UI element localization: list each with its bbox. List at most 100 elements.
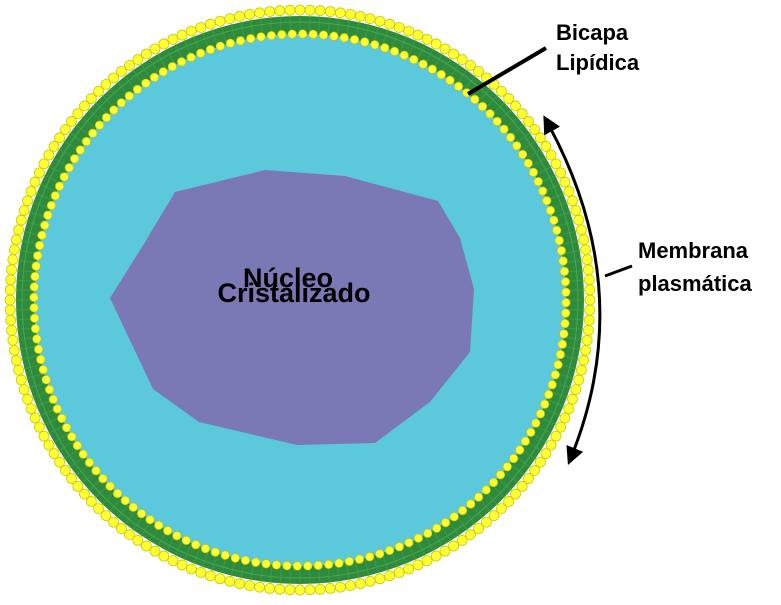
inner-lipid-head [41, 375, 51, 385]
nucleus-label-line2: Cristalizado [217, 278, 370, 308]
inner-lipid-head [75, 145, 85, 155]
outer-lipid-head [9, 344, 20, 356]
outer-lipid-head [523, 473, 534, 484]
inner-lipid-head [549, 215, 559, 225]
inner-lipid-head [512, 141, 522, 151]
inner-lipid-head [72, 441, 82, 451]
outer-lipid-head [22, 393, 33, 405]
outer-lipid-head [559, 412, 571, 424]
inner-lipid-head [550, 370, 560, 380]
outer-lipid-head [176, 559, 188, 571]
outer-lipid-head [584, 284, 596, 296]
inner-lipid-head [277, 30, 287, 40]
inner-lipid-head [251, 557, 261, 567]
outer-lipid-head [33, 421, 45, 433]
outer-lipid-head [274, 583, 286, 595]
outer-lipid-head [393, 567, 405, 578]
inner-lipid-head [502, 462, 512, 472]
outer-lipid-head [25, 403, 37, 415]
outer-lipid-head [79, 488, 90, 500]
inner-lipid-head [230, 553, 240, 563]
inner-lipid-head [559, 329, 569, 339]
outer-lipid-head [324, 583, 336, 594]
inner-lipid-head [561, 298, 571, 308]
outer-lipid-head [488, 510, 500, 521]
outer-lipid-head [79, 100, 90, 112]
outer-lipid-head [116, 66, 127, 77]
inner-lipid-head [538, 186, 548, 196]
outer-lipid-head [456, 54, 468, 65]
outer-lipid-head [93, 503, 104, 515]
inner-lipid-head [474, 492, 484, 502]
outer-lipid-head [15, 374, 27, 386]
inner-lipid-head [44, 385, 55, 395]
outer-lipid-head [140, 540, 152, 552]
inner-lipid-head [515, 445, 525, 455]
outer-lipid-head [234, 10, 246, 22]
inner-lipid-head [545, 205, 556, 215]
outer-lipid-head [580, 244, 591, 256]
inner-lipid-head [423, 528, 433, 538]
inner-lipid-head [101, 112, 112, 123]
inner-lipid-head [220, 550, 230, 560]
inner-lipid-head [256, 32, 266, 42]
inner-lipid-head [84, 458, 95, 468]
outer-lipid-head [185, 25, 197, 37]
inner-lipid-head [394, 542, 404, 552]
inner-lipid-head [535, 409, 545, 419]
inner-lipid-head [344, 556, 354, 566]
outer-lipid-head [374, 573, 386, 585]
inner-lipid-head [303, 561, 313, 571]
outer-lipid-head [100, 79, 112, 90]
outer-lipid-head [7, 334, 19, 346]
outer-lipid-head [132, 535, 144, 546]
inner-lipid-head [282, 561, 292, 571]
inner-lipid-head [477, 101, 488, 112]
outer-lipid-head [412, 29, 424, 41]
outer-lipid-head [124, 59, 135, 71]
inner-lipid-head [149, 72, 159, 82]
inner-lipid-head [172, 531, 182, 541]
outer-lipid-head [43, 439, 55, 451]
inner-lipid-head [518, 149, 528, 159]
outer-lipid-head [29, 176, 41, 188]
inner-lipid-head [62, 423, 72, 433]
outer-lipid-head [465, 59, 476, 71]
inner-lipid-head [432, 523, 442, 533]
outer-lipid-head [555, 421, 567, 433]
outer-lipid-head [244, 580, 256, 591]
outer-lipid-head [545, 439, 557, 451]
outer-lipid-head [473, 66, 484, 77]
inner-lipid-head [559, 266, 570, 276]
outer-lipid-head [583, 314, 595, 326]
outer-lipid-head [563, 185, 575, 197]
outer-lipid-head [550, 430, 562, 442]
outer-lipid-head [580, 344, 591, 356]
outer-lipid-head [185, 563, 197, 575]
outer-lipid-head [18, 384, 30, 396]
outer-lipid-head [430, 38, 442, 50]
outer-lipid-head [224, 13, 236, 25]
inner-lipid-head [112, 488, 123, 499]
bilayer-label-line1: Bicapa [556, 20, 629, 45]
outer-lipid-head [176, 29, 188, 41]
outer-lipid-head [13, 224, 25, 236]
outer-lipid-head [529, 465, 541, 476]
outer-lipid-head [66, 473, 77, 484]
outer-lipid-head [314, 583, 326, 595]
inner-lipid-head [360, 37, 370, 47]
inner-lipid-head [29, 282, 39, 292]
outer-lipid-head [7, 254, 19, 266]
inner-lipid-head [329, 31, 339, 41]
outer-lipid-head [124, 529, 135, 541]
outer-lipid-head [116, 523, 127, 534]
inner-lipid-head [552, 225, 562, 235]
inner-lipid-head [287, 29, 297, 39]
inner-lipid-head [48, 394, 58, 404]
inner-lipid-head [109, 105, 119, 115]
inner-lipid-head [531, 418, 541, 428]
outer-lipid-head [354, 10, 366, 22]
outer-lipid-head [573, 374, 585, 386]
